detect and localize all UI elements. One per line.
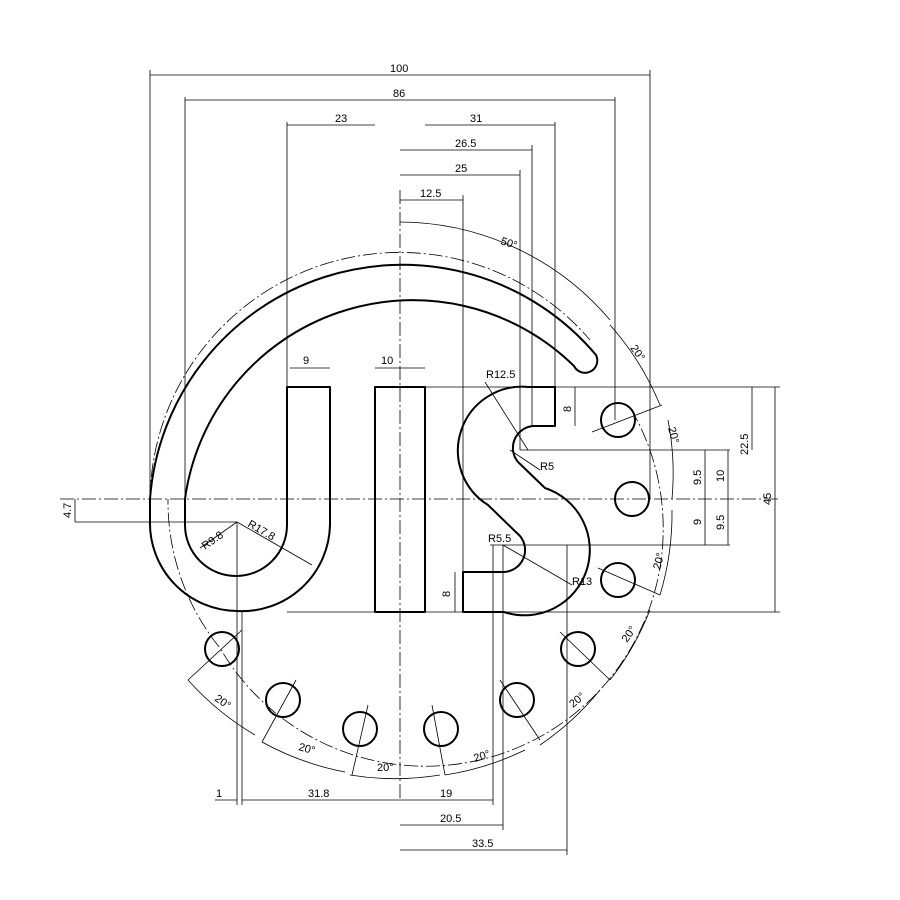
- angle-arcs: [187, 221, 674, 779]
- dim-8-bottom: 8: [441, 591, 453, 597]
- radius-r12-5: R12.5: [486, 369, 515, 381]
- hole-3: [600, 562, 636, 598]
- center-lines: [60, 190, 780, 800]
- radius-r17-8: R17.8: [246, 518, 277, 543]
- dimension-labels: 100 86 23 31 26.5 25 12.5 9 10 8 8 9.5 1…: [62, 63, 774, 850]
- bolt-circle-centerline: [167, 408, 664, 767]
- dim-33-5: 33.5: [472, 838, 493, 850]
- dim-12-5: 12.5: [420, 188, 441, 200]
- bolt-holes: [187, 402, 663, 776]
- dim-9-5-upper: 9.5: [692, 470, 704, 485]
- hole-4: [560, 631, 596, 667]
- angle-20-b: 20°: [665, 426, 681, 445]
- dim-10-right: 10: [715, 470, 727, 482]
- dim-19: 19: [440, 788, 452, 800]
- hole-1: [600, 402, 636, 438]
- dim-4-7: 4.7: [62, 503, 74, 518]
- angle-50: 50°: [499, 235, 519, 252]
- radius-r5-5: R5.5: [488, 533, 511, 545]
- angle-20-f: 20°: [472, 748, 492, 765]
- dim-9: 9: [303, 355, 309, 367]
- outer-hook-centerline: [149, 252, 591, 500]
- dimension-lines: [74, 74, 776, 851]
- hole-7: [342, 711, 378, 747]
- hole-9: [204, 631, 240, 667]
- dim-1: 1: [216, 788, 222, 800]
- dim-100: 100: [390, 63, 408, 75]
- j-hook-shape: [148, 263, 599, 613]
- dim-8-top: 8: [562, 406, 574, 412]
- angle-20-h: 20°: [297, 741, 316, 757]
- angle-20-i: 20°: [212, 693, 233, 712]
- dim-31-8: 31.8: [308, 788, 329, 800]
- dim-9-5-lower: 9.5: [715, 515, 727, 530]
- dim-25: 25: [455, 163, 467, 175]
- s-letter-shape: [456, 385, 591, 617]
- radius-r13: R13: [572, 576, 592, 588]
- dim-20-5: 20.5: [440, 813, 461, 825]
- hole-2: [614, 481, 650, 517]
- dim-31: 31: [470, 113, 482, 125]
- hole-5: [499, 682, 535, 718]
- angle-20-d: 20°: [620, 624, 639, 645]
- angle-20-g: 20°: [377, 762, 394, 774]
- hole-6: [423, 711, 459, 747]
- dim-10: 10: [381, 355, 393, 367]
- radius-r5: R5: [540, 461, 554, 473]
- hook-outline: [148, 263, 599, 613]
- dim-86: 86: [393, 88, 405, 100]
- angle-20-c: 20°: [651, 552, 667, 571]
- dim-23: 23: [335, 113, 347, 125]
- dim-45: 45: [762, 493, 774, 505]
- dim-22-5: 22.5: [739, 434, 751, 455]
- dim-9-lower: 9: [692, 519, 704, 525]
- extension-lines: [75, 70, 780, 855]
- angle-20-a: 20°: [628, 343, 647, 364]
- hole-8: [265, 682, 301, 718]
- dim-26-5: 26.5: [455, 138, 476, 150]
